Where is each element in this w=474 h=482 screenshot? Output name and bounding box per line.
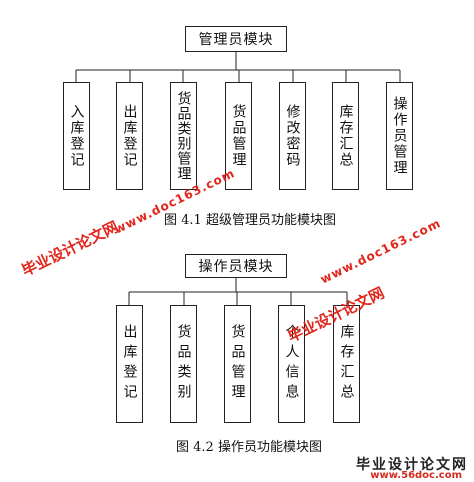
module-box: 货品类别: [170, 305, 197, 423]
logo-url: www.56doc.com: [370, 470, 462, 481]
figure-caption-2: 图 4.2 操作员功能模块图: [176, 440, 322, 455]
module-box: 操作员管理: [386, 82, 413, 190]
admin-module-root: 管理员模块: [185, 26, 287, 52]
module-label: 出库登记: [121, 324, 138, 404]
module-box: 个人信息: [278, 305, 305, 423]
module-label: 出库登记: [121, 104, 138, 168]
module-box: 库存汇总: [332, 82, 359, 190]
module-label: 个人信息: [283, 324, 300, 404]
module-label: 货品类别管理: [175, 91, 192, 181]
module-label: 货品管理: [230, 104, 247, 168]
module-box: 出库登记: [116, 305, 143, 423]
module-label: 库存汇总: [337, 104, 354, 168]
module-box: 出库登记: [116, 82, 143, 190]
module-box: 入库登记: [63, 82, 90, 190]
logo-site-name: 毕业设计论文网: [356, 457, 468, 473]
module-box: 修改密码: [279, 82, 306, 190]
module-label: 库存汇总: [338, 324, 355, 404]
operator-module-root: 操作员模块: [185, 254, 287, 278]
module-label: 货品类别: [175, 324, 192, 404]
module-label: 货品管理: [229, 324, 246, 404]
module-box: 货品管理: [224, 305, 251, 423]
module-label: 修改密码: [284, 104, 301, 168]
module-label: 操作员管理: [391, 96, 408, 176]
module-label: 入库登记: [68, 104, 85, 168]
module-box: 货品类别管理: [170, 82, 197, 190]
site-logo: 毕业设计论文网 www.56doc.com: [344, 454, 474, 482]
module-box: 库存汇总: [333, 305, 360, 423]
module-box: 货品管理: [225, 82, 252, 190]
figure-caption-1: 图 4.1 超级管理员功能模块图: [164, 213, 336, 228]
